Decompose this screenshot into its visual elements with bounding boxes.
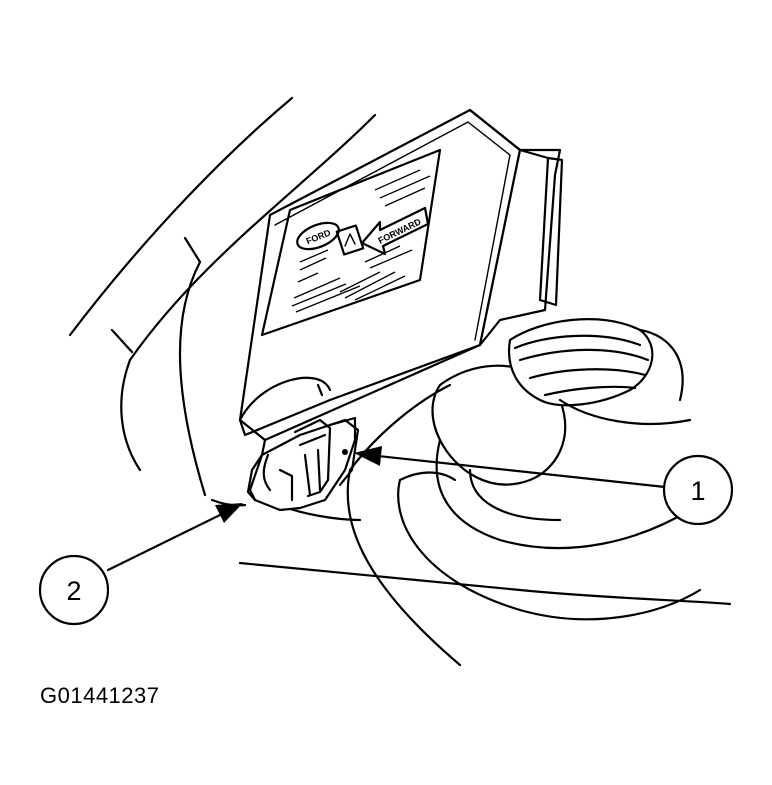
vehicle-body-outline [68,96,732,606]
callout-1: 1 [662,454,734,526]
figure-code: G01441237 [40,683,160,708]
callout-1-number: 1 [690,476,705,506]
ford-logo-icon [296,221,340,251]
leader-arrowhead-1 [354,446,382,466]
leader-line-2 [106,512,224,572]
label-mark-icon [335,224,365,256]
callout-2: 2 [38,554,110,626]
leader-arrowhead-2 [215,503,243,523]
connector-locking-tab [342,449,348,455]
leader-line-1 [376,454,667,489]
label-fine-print [291,169,431,313]
callout-leaders [106,446,667,572]
control-module [238,108,564,457]
callout-2-number: 2 [66,576,81,606]
wiring-harness [346,318,702,667]
